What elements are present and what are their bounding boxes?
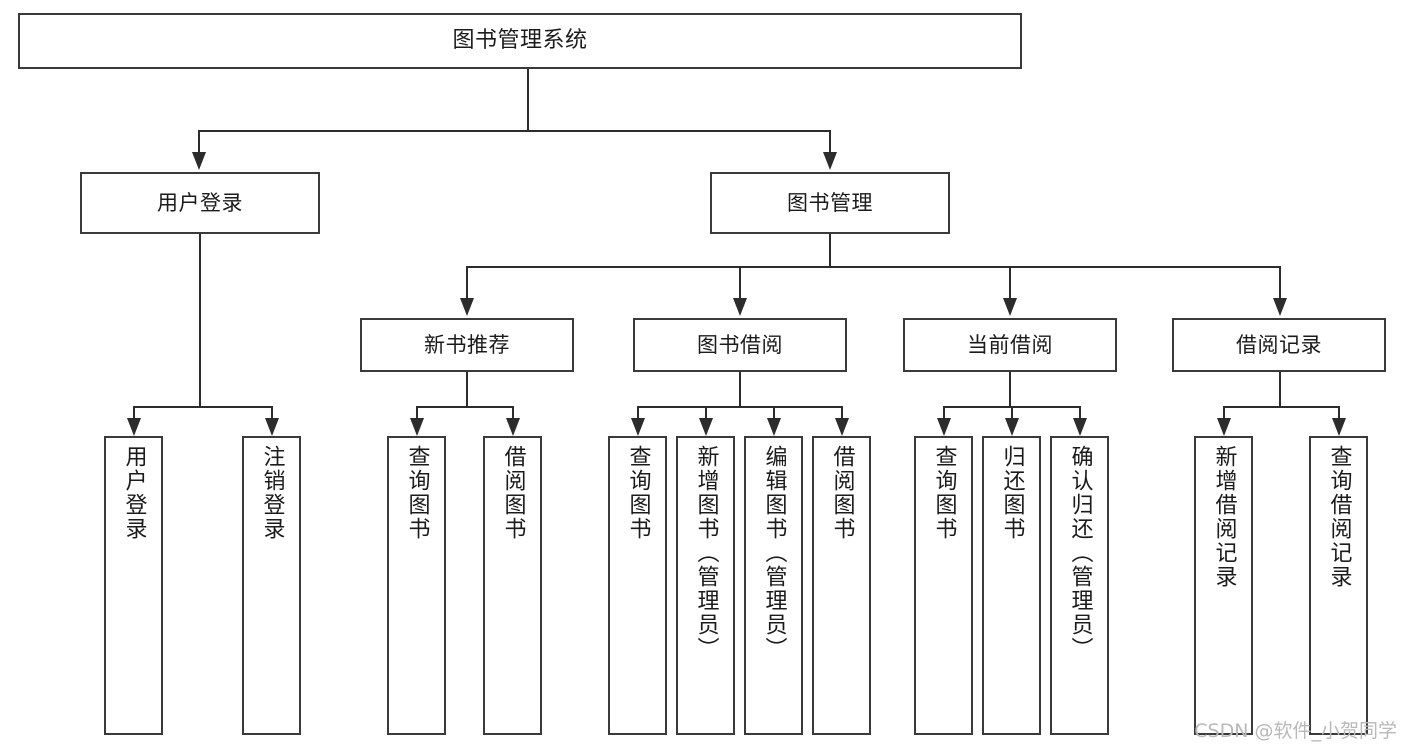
connector-new-book-leaf-1 bbox=[512, 406, 514, 418]
connector-current-borrow-stem bbox=[1009, 372, 1011, 408]
node-new-book-recommend[interactable]: 新书推荐 bbox=[360, 318, 574, 372]
node-label: 新书推荐 bbox=[424, 332, 510, 357]
leaf-label: 查询借阅记录 bbox=[1326, 445, 1352, 589]
arrow-newbook-leaf-1 bbox=[506, 418, 520, 436]
connector-new-book-bar bbox=[416, 406, 514, 408]
arrow-bookborrow-leaf-3 bbox=[835, 418, 849, 436]
arrow-to-leaf-user-login bbox=[127, 418, 141, 436]
leaf-bookborrow-add-book[interactable]: 新增图书（管理员） bbox=[676, 436, 735, 735]
node-borrow-record[interactable]: 借阅记录 bbox=[1172, 318, 1386, 372]
connector-root-to-book-manage bbox=[829, 130, 831, 152]
connector-bookborrow-leaf-2 bbox=[773, 406, 775, 418]
connector-user-login-to-leaf-0 bbox=[133, 406, 135, 418]
node-label: 当前借阅 bbox=[967, 332, 1053, 357]
leaf-bookborrow-edit-book[interactable]: 编辑图书（管理员） bbox=[744, 436, 803, 735]
arrow-to-book-manage bbox=[823, 152, 837, 170]
connector-to-new-book bbox=[466, 266, 468, 298]
leaf-user-login[interactable]: 用户登录 bbox=[104, 436, 163, 735]
connector-user-login-stem bbox=[199, 234, 201, 408]
leaf-label: 新增图书（管理员） bbox=[693, 445, 719, 661]
arrow-currentborrow-leaf-2 bbox=[1073, 418, 1087, 436]
connector-borrow-record-bar bbox=[1223, 406, 1339, 408]
leaf-borrowrecord-query-record[interactable]: 查询借阅记录 bbox=[1309, 436, 1368, 735]
node-current-borrow[interactable]: 当前借阅 bbox=[903, 318, 1117, 372]
leaf-label: 确认归还（管理员） bbox=[1067, 445, 1093, 661]
connector-to-book-borrow bbox=[739, 266, 741, 298]
node-book-manage[interactable]: 图书管理 bbox=[710, 172, 950, 234]
leaf-bookborrow-query-book[interactable]: 查询图书 bbox=[608, 436, 667, 735]
arrow-to-leaf-logout bbox=[265, 418, 279, 436]
node-label: 图书借阅 bbox=[697, 332, 783, 357]
connector-currentborrow-leaf-1 bbox=[1011, 406, 1013, 418]
arrow-currentborrow-leaf-1 bbox=[1005, 418, 1019, 436]
connector-book-borrow-bar bbox=[637, 406, 843, 408]
leaf-label: 注销登录 bbox=[259, 445, 285, 541]
arrow-to-current-borrow bbox=[1003, 298, 1017, 316]
connector-root-stem bbox=[527, 69, 529, 131]
leaf-label: 借阅图书 bbox=[829, 445, 855, 541]
connector-root-to-user-login bbox=[198, 130, 200, 152]
connector-new-book-stem bbox=[466, 372, 468, 408]
leaf-bookborrow-borrow-book[interactable]: 借阅图书 bbox=[812, 436, 871, 735]
arrow-borrowrecord-leaf-0 bbox=[1217, 418, 1231, 436]
leaf-label: 归还图书 bbox=[999, 445, 1025, 541]
connector-bookborrow-leaf-1 bbox=[705, 406, 707, 418]
leaf-newbook-query-book[interactable]: 查询图书 bbox=[387, 436, 446, 735]
arrow-to-new-book-recommend bbox=[460, 298, 474, 316]
connector-to-borrow-record bbox=[1279, 266, 1281, 298]
watermark-text: CSDN @软件_小贺同学 bbox=[1194, 720, 1397, 742]
connector-user-login-bar bbox=[133, 406, 272, 408]
leaf-currentborrow-confirm-return[interactable]: 确认归还（管理员） bbox=[1050, 436, 1109, 735]
node-user-login[interactable]: 用户登录 bbox=[80, 172, 320, 234]
connector-book-manage-bar bbox=[466, 266, 1280, 268]
node-label: 用户登录 bbox=[157, 190, 243, 215]
connector-user-login-to-leaf-1 bbox=[271, 406, 273, 418]
leaf-label: 用户登录 bbox=[121, 445, 147, 541]
arrow-borrowrecord-leaf-1 bbox=[1332, 418, 1346, 436]
connector-currentborrow-leaf-2 bbox=[1079, 406, 1081, 418]
leaf-label: 编辑图书（管理员） bbox=[761, 445, 787, 661]
connector-to-current-borrow bbox=[1009, 266, 1011, 298]
leaf-currentborrow-return-book[interactable]: 归还图书 bbox=[982, 436, 1041, 735]
connector-borrowrecord-leaf-0 bbox=[1223, 406, 1225, 418]
node-label: 借阅记录 bbox=[1236, 332, 1322, 357]
leaf-label: 查询图书 bbox=[625, 445, 651, 541]
connector-book-manage-stem bbox=[829, 234, 831, 268]
leaf-label: 借阅图书 bbox=[500, 445, 526, 541]
connector-currentborrow-leaf-0 bbox=[943, 406, 945, 418]
connector-root-bar bbox=[198, 130, 830, 132]
node-label: 图书管理 bbox=[787, 190, 873, 215]
leaf-newbook-borrow-book[interactable]: 借阅图书 bbox=[483, 436, 542, 735]
connector-bookborrow-leaf-0 bbox=[637, 406, 639, 418]
leaf-logout[interactable]: 注销登录 bbox=[242, 436, 301, 735]
arrow-bookborrow-leaf-2 bbox=[767, 418, 781, 436]
arrow-to-book-borrow bbox=[733, 298, 747, 316]
connector-borrow-record-stem bbox=[1279, 372, 1281, 408]
arrow-bookborrow-leaf-0 bbox=[631, 418, 645, 436]
node-book-borrow[interactable]: 图书借阅 bbox=[633, 318, 847, 372]
connector-new-book-leaf-0 bbox=[416, 406, 418, 418]
connector-borrowrecord-leaf-1 bbox=[1338, 406, 1340, 418]
arrow-to-borrow-record bbox=[1273, 298, 1287, 316]
node-label: 图书管理系统 bbox=[452, 28, 588, 54]
node-root-library-system[interactable]: 图书管理系统 bbox=[18, 13, 1022, 69]
leaf-label: 查询图书 bbox=[931, 445, 957, 541]
leaf-currentborrow-query-book[interactable]: 查询图书 bbox=[914, 436, 973, 735]
arrow-currentborrow-leaf-0 bbox=[937, 418, 951, 436]
leaf-label: 查询图书 bbox=[404, 445, 430, 541]
arrow-newbook-leaf-0 bbox=[410, 418, 424, 436]
leaf-label: 新增借阅记录 bbox=[1211, 445, 1237, 589]
leaf-borrowrecord-add-record[interactable]: 新增借阅记录 bbox=[1194, 436, 1253, 735]
connector-book-borrow-stem bbox=[739, 372, 741, 408]
arrow-bookborrow-leaf-1 bbox=[699, 418, 713, 436]
arrow-to-user-login bbox=[192, 152, 206, 170]
connector-bookborrow-leaf-3 bbox=[841, 406, 843, 418]
